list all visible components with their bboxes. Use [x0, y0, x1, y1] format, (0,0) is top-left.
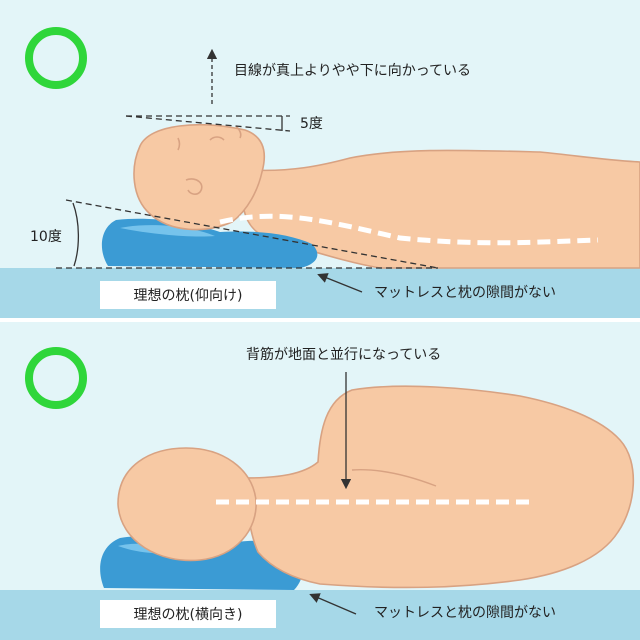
spine-line-top [219, 213, 599, 246]
shoulder-line [351, 468, 437, 487]
face-angle-line-2 [125, 115, 291, 132]
eyebrow-icon [177, 137, 181, 151]
mattress-note-bottom: マットレスと枕の隙間がない [374, 605, 556, 621]
head-bottom [117, 447, 257, 562]
ear-icon [185, 178, 203, 195]
mattress-note-top: マットレスと枕の隙間がない [374, 285, 556, 301]
eye-icon [209, 136, 225, 141]
panel-divider [0, 318, 640, 322]
mattress-arrow-top [317, 273, 363, 293]
head-angle-label: 10度 [30, 229, 62, 245]
nose-icon [235, 125, 242, 139]
face-angle-label: 5度 [300, 116, 323, 132]
head-angle-arc [72, 202, 80, 267]
check-circle-icon [25, 27, 87, 89]
pillow-top-highlight [120, 225, 215, 237]
check-circle-icon [25, 347, 87, 409]
panel-top [0, 0, 640, 318]
caption-side: 理想の枕(横向き) [100, 600, 276, 628]
head-top [133, 124, 266, 231]
gaze-note: 目線が真上よりやや下に向かっている [234, 63, 472, 79]
torso-bottom [243, 385, 635, 589]
head-angle-line-2 [65, 199, 439, 269]
panel-bottom [0, 322, 640, 640]
caption-supine: 理想の枕(仰向け) [100, 281, 276, 309]
spine-note: 背筋が地面と並行になっている [246, 347, 442, 363]
mattress-arrow-bottom [309, 593, 357, 615]
